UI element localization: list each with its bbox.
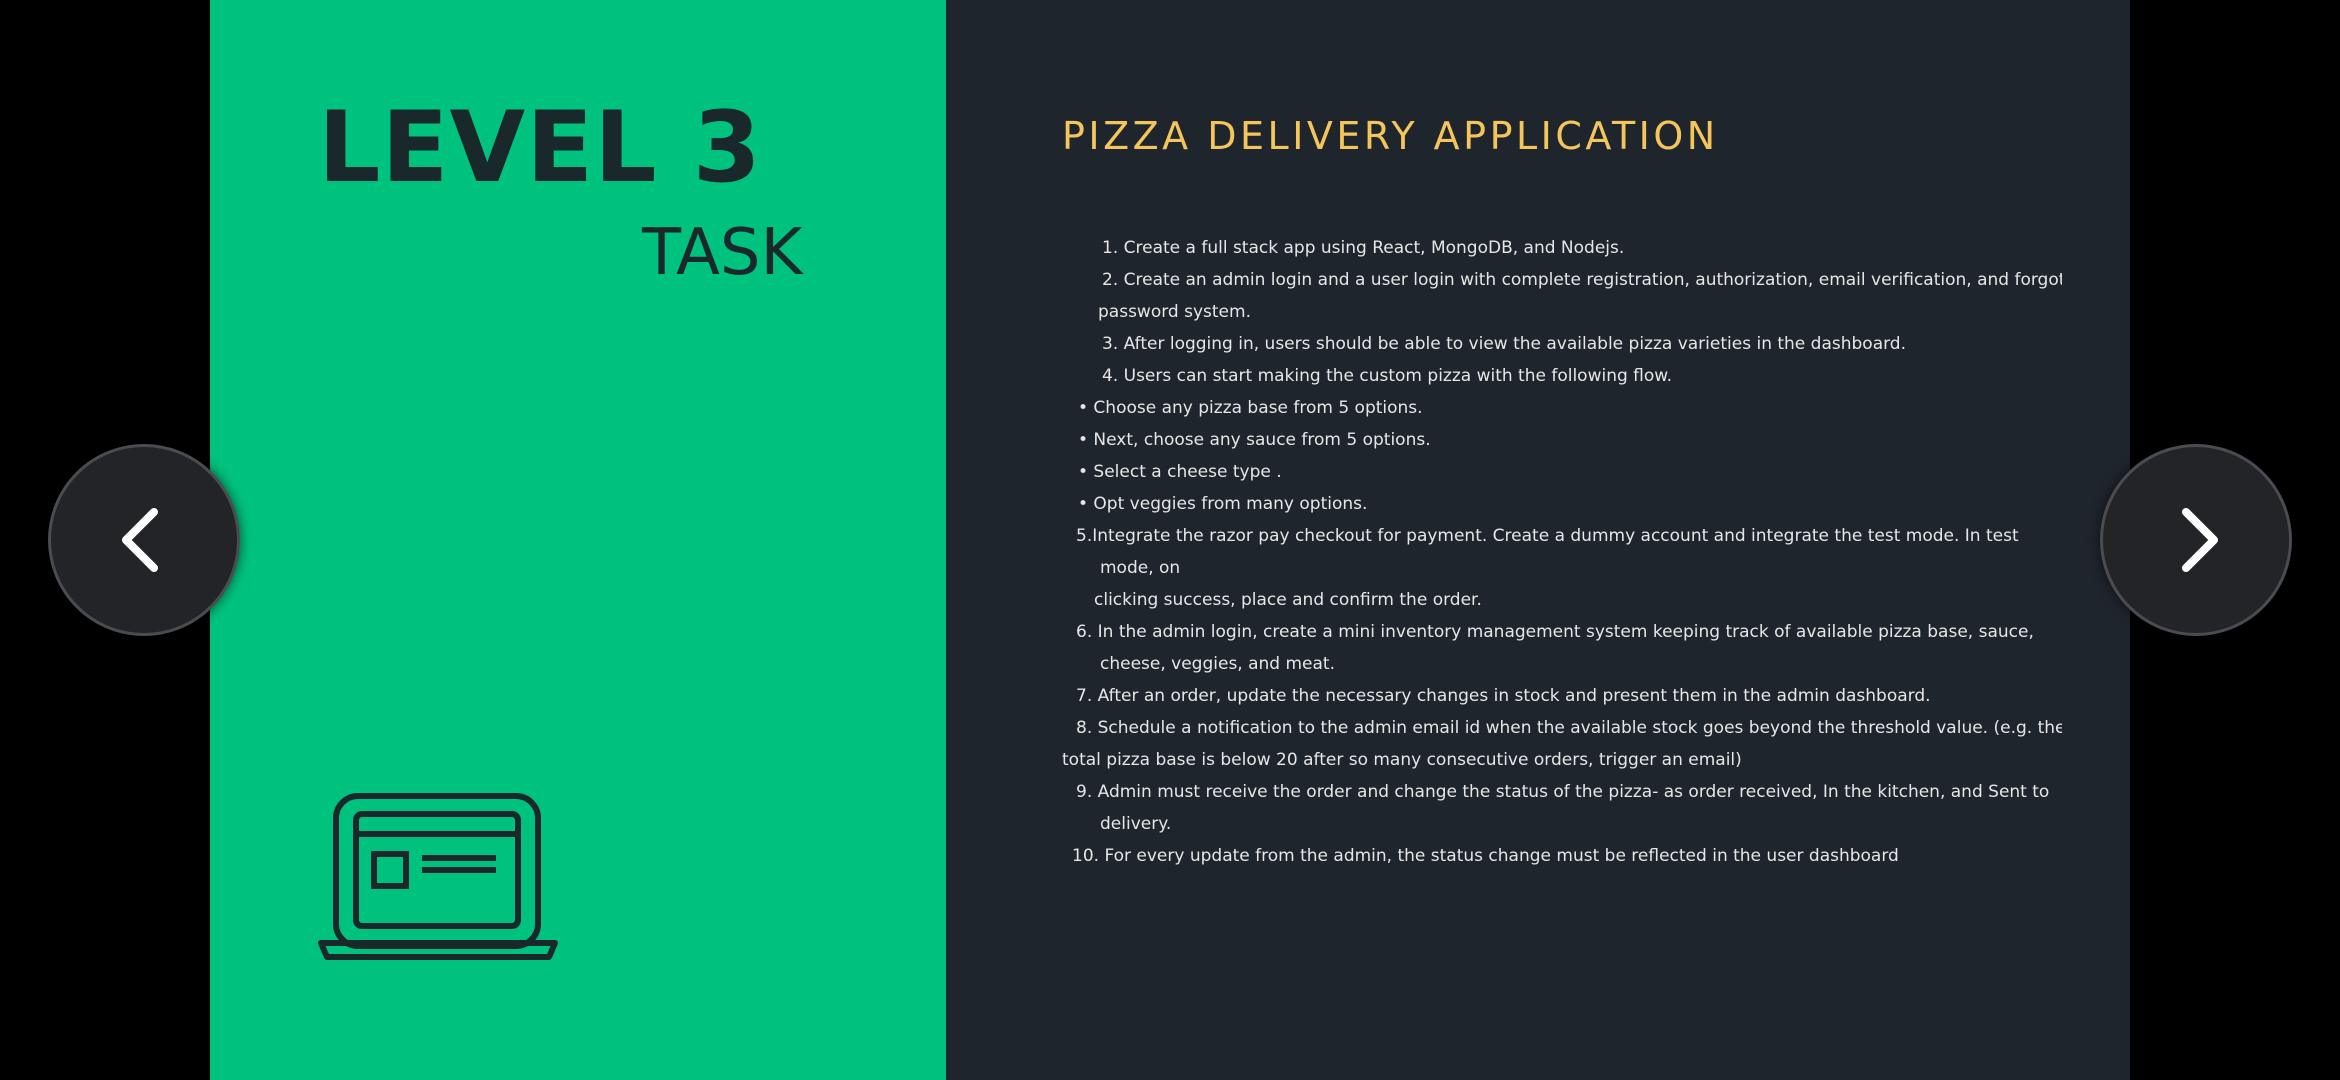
task-line: 2. Create an admin login and a user logi… [1102,270,2062,290]
next-slide-button[interactable] [2100,444,2292,636]
task-line: 3. After logging in, users should be abl… [1102,334,1907,354]
task-line: cheese, veggies, and meat. [1100,654,1336,674]
task-line: mode, on [1100,558,1181,578]
task-line: 8. Schedule a notification to the admin … [1076,718,2062,738]
previous-slide-button[interactable] [48,444,240,636]
task-subtitle: TASK [642,216,803,290]
task-line: 4. Users can start making the custom piz… [1102,366,1673,386]
task-line: delivery. [1100,814,1172,834]
task-line: password system. [1098,302,1251,322]
laptop-icon [318,793,558,960]
task-line: • Next, choose any sauce from 5 options. [1078,430,1431,450]
slide-right-panel: PIZZA DELIVERY APPLICATION 1. Create a f… [946,0,2130,1080]
chevron-left-icon [122,508,158,572]
task-line: • Opt veggies from many options. [1078,494,1368,514]
task-line: 5.Integrate the razor pay checkout for p… [1076,526,2019,546]
task-line: 7. After an order, update the necessary … [1076,686,1931,706]
level-title: LEVEL 3 [318,91,762,205]
task-list: 1. Create a full stack app using React, … [1062,232,2062,872]
task-line: 10. For every update from the admin, the… [1072,846,1899,866]
slide-left-panel: LEVEL 3 TASK [210,0,946,1080]
task-line: 6. In the admin login, create a mini inv… [1076,622,2034,642]
task-line: clicking success, place and confirm the … [1094,590,1482,610]
task-line: 9. Admin must receive the order and chan… [1076,782,2050,802]
app-title: PIZZA DELIVERY APPLICATION [1062,114,1719,158]
task-line: 1. Create a full stack app using React, … [1102,238,1625,258]
task-line: • Choose any pizza base from 5 options. [1078,398,1423,418]
task-line: total pizza base is below 20 after so ma… [1062,750,1742,770]
slide: LEVEL 3 TASK PIZZA DELIVERY APPLICATION … [210,0,2130,1080]
chevron-right-icon [2182,508,2218,572]
task-line: • Select a cheese type . [1078,462,1282,482]
